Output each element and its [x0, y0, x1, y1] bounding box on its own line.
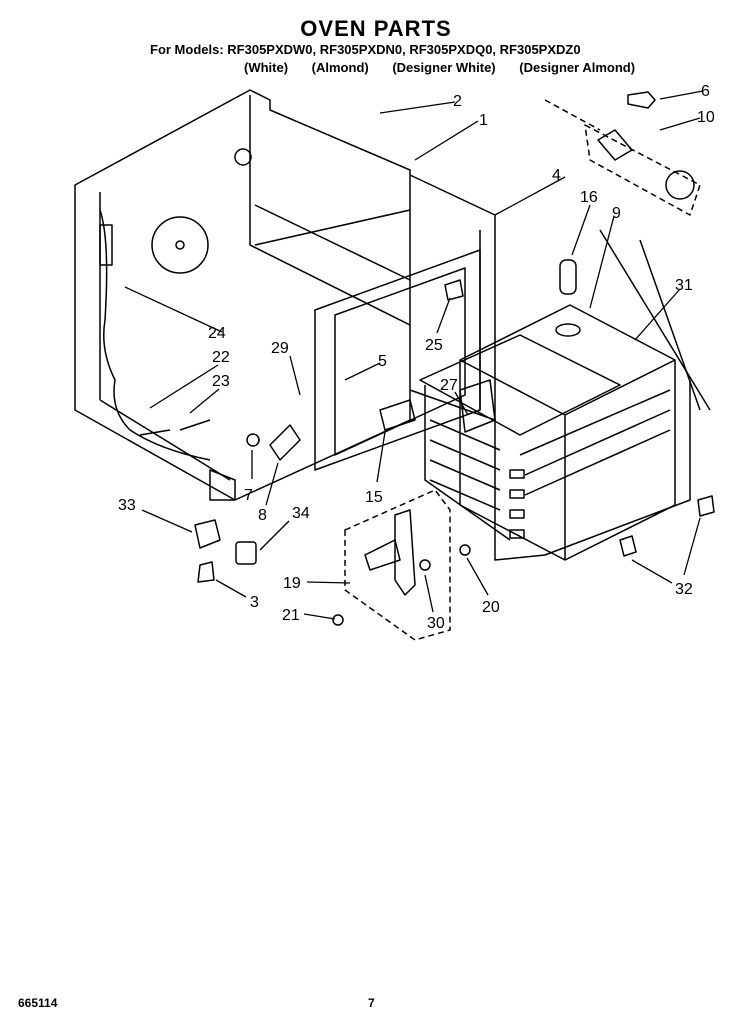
front-frame [314, 249, 481, 471]
callout-25: 25 [425, 337, 443, 354]
knob [627, 91, 656, 109]
leveling-leg [197, 561, 215, 583]
light-bulb-socket [559, 259, 577, 295]
callout-27: 27 [440, 377, 458, 394]
callout-9: 9 [612, 205, 621, 222]
callout-5: 5 [378, 353, 387, 370]
callout-16: 16 [580, 189, 598, 206]
oven-cavity [459, 304, 676, 561]
callout-29: 29 [271, 340, 289, 357]
callout-10: 10 [697, 109, 715, 126]
page-title: OVEN PARTS [300, 16, 452, 41]
callout-3: 3 [250, 594, 259, 611]
callout-21: 21 [282, 607, 300, 624]
callout-24: 24 [208, 325, 226, 342]
models-line: For Models: RF305PXDW0, RF305PXDN0, RF30… [150, 42, 581, 57]
callout-34: 34 [292, 505, 310, 522]
callout-33: 33 [118, 497, 136, 514]
color-almond: (Almond) [311, 60, 369, 75]
callout-8: 8 [258, 507, 267, 524]
back-panel [249, 95, 411, 326]
callout-4: 4 [552, 167, 561, 184]
callout-1: 1 [479, 112, 488, 129]
page-number: 7 [368, 996, 375, 1010]
callout-19: 19 [283, 575, 301, 592]
door-hinge [394, 509, 416, 596]
rear-frame [409, 174, 496, 421]
callout-7: 7 [244, 487, 253, 504]
callout-labels: 2 1 6 10 4 16 9 31 24 22 23 29 5 25 27 7… [118, 83, 715, 632]
callout-32: 32 [675, 581, 693, 598]
document-number: 665114 [18, 996, 58, 1010]
color-designer-white: (Designer White) [392, 60, 496, 75]
fan-motor [151, 216, 209, 274]
color-designer-almond: (Designer Almond) [519, 60, 636, 75]
callout-20: 20 [482, 599, 500, 616]
callout-30: 30 [427, 615, 445, 632]
callout-2: 2 [453, 93, 462, 110]
callout-22: 22 [212, 349, 230, 366]
color-labels: (White) (Almond) (Designer White) (Desig… [244, 60, 655, 75]
callout-15: 15 [365, 489, 383, 506]
callout-31: 31 [675, 277, 693, 294]
color-white: (White) [244, 60, 289, 75]
callout-23: 23 [212, 373, 230, 390]
side-panel [74, 89, 411, 501]
callout-6: 6 [701, 83, 710, 100]
